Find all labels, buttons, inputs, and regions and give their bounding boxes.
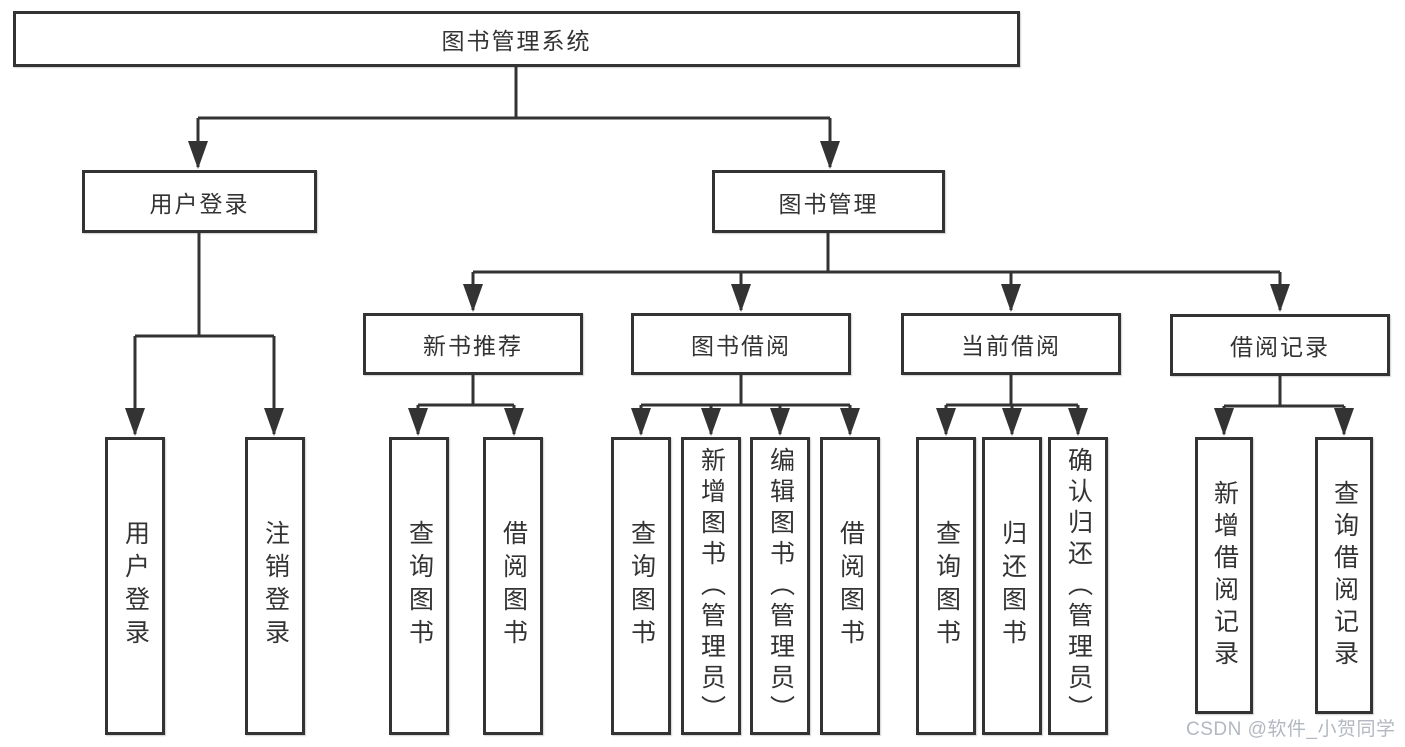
edge-root-trunk — [198, 67, 830, 120]
csdn-watermark: CSDN @软件_小贺同学 — [1186, 719, 1396, 740]
leaf-user-login: 用户登录 — [105, 437, 165, 735]
leaf-return-book: 归还图书 — [982, 437, 1042, 735]
leaf-current-query-book: 查询图书 — [916, 437, 976, 735]
node-borrow-record: 借阅记录 — [1170, 314, 1390, 376]
leaf-borrow-query-book: 查询图书 — [611, 437, 671, 735]
node-current-borrow: 当前借阅 — [901, 313, 1121, 375]
leaf-edit-book-admin: 编辑图书（管理员） — [750, 437, 810, 735]
edge-newbook-trunk — [418, 375, 514, 407]
edge-record-trunk — [1224, 376, 1344, 408]
edge-userlogin-trunk — [135, 233, 274, 338]
leaf-confirm-return-admin: 确认归还（管理员） — [1048, 437, 1108, 735]
leaf-query-borrow-record: 查询借阅记录 — [1315, 437, 1373, 714]
node-root-library-system: 图书管理系统 — [13, 11, 1020, 67]
node-book-borrow: 图书借阅 — [631, 313, 851, 375]
leaf-newbook-borrow-book: 借阅图书 — [483, 437, 543, 735]
leaf-add-borrow-record: 新增借阅记录 — [1195, 437, 1253, 714]
node-book-management: 图书管理 — [712, 170, 945, 233]
node-new-book-recommend: 新书推荐 — [363, 313, 583, 375]
edge-current-trunk — [946, 375, 1078, 407]
edge-bookmgmt-trunk — [473, 233, 1280, 274]
node-user-login: 用户登录 — [82, 170, 317, 233]
leaf-newbook-query-book: 查询图书 — [389, 437, 449, 735]
edge-borrow-trunk — [641, 375, 850, 407]
leaf-logout: 注销登录 — [245, 437, 305, 735]
leaf-add-book-admin: 新增图书（管理员） — [681, 437, 741, 735]
leaf-borrow-book: 借阅图书 — [820, 437, 880, 735]
